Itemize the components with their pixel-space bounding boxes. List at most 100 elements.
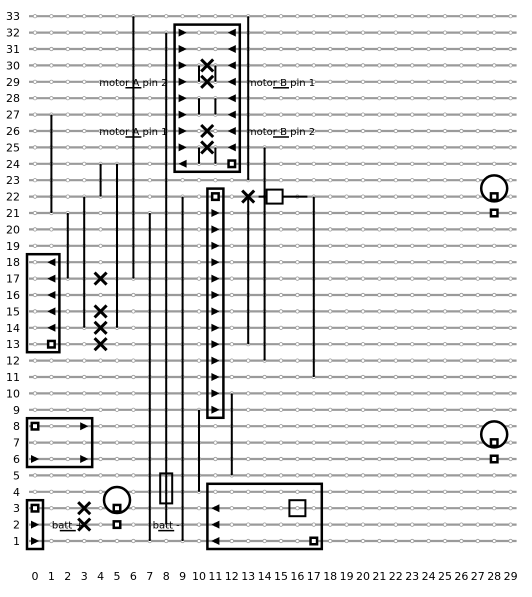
track-cut xyxy=(200,140,215,155)
strip-hole xyxy=(344,194,349,199)
strip-hole xyxy=(360,309,366,314)
strip-hole xyxy=(295,407,300,412)
strip-hole xyxy=(229,358,234,363)
strip-hole xyxy=(278,456,284,462)
strip-hole xyxy=(213,30,218,35)
strip-hole xyxy=(360,14,366,19)
strip-hole xyxy=(360,391,366,396)
strip-hole xyxy=(344,243,349,248)
strip-hole xyxy=(393,178,398,183)
strip-hole xyxy=(475,194,480,199)
strip-hole xyxy=(229,194,234,199)
strip-hole xyxy=(442,194,448,199)
strip-hole xyxy=(492,489,497,494)
strip-hole xyxy=(393,424,398,429)
strip-hole xyxy=(278,161,284,166)
pin-marker xyxy=(211,405,220,414)
strip-hole xyxy=(262,456,267,462)
strip-hole xyxy=(377,63,382,68)
strip-hole xyxy=(475,96,480,101)
column-label-16: 16 xyxy=(290,570,304,583)
strip-hole xyxy=(344,424,349,429)
strip-hole xyxy=(442,325,448,330)
strip-hole xyxy=(442,128,448,134)
track-cuts xyxy=(77,58,256,532)
strip-hole xyxy=(328,292,333,298)
capacitor-right xyxy=(479,420,509,449)
strip-hole xyxy=(114,14,120,19)
strip-hole xyxy=(442,309,448,314)
pin-square-center xyxy=(33,506,37,511)
strip-hole xyxy=(475,391,480,396)
strip-hole xyxy=(459,456,464,462)
strip-hole xyxy=(508,374,513,380)
strip-hole xyxy=(475,14,480,19)
row-label-11: 11 xyxy=(6,371,20,384)
column-label-14: 14 xyxy=(258,570,272,583)
strip-hole xyxy=(377,407,382,412)
track-cut xyxy=(93,320,108,335)
strip-hole xyxy=(344,407,349,412)
strip-hole xyxy=(295,473,300,478)
strip-hole xyxy=(98,112,103,117)
pin-marker xyxy=(227,61,236,70)
strip-hole xyxy=(426,374,431,380)
strip-hole xyxy=(328,538,333,544)
strip-hole xyxy=(410,538,415,544)
strip-hole xyxy=(98,243,103,248)
strip-hole xyxy=(344,358,349,363)
column-label-17: 17 xyxy=(307,570,321,583)
strip-hole xyxy=(377,342,382,347)
strip-hole xyxy=(475,506,480,511)
strip-hole xyxy=(377,309,382,314)
strip-hole xyxy=(377,538,382,544)
strip-hole xyxy=(475,407,480,412)
pin-marker xyxy=(178,110,187,119)
strip-hole xyxy=(65,194,70,199)
strip-hole xyxy=(459,14,464,19)
strip-hole xyxy=(65,178,70,183)
strip-hole xyxy=(114,342,120,347)
strip-hole xyxy=(344,473,349,478)
strip-hole xyxy=(65,506,70,511)
strip-hole xyxy=(426,325,431,330)
strip-hole xyxy=(328,145,333,150)
strip-hole xyxy=(295,30,300,35)
strip-hole xyxy=(410,227,415,232)
strip-hole xyxy=(131,325,136,330)
strip-hole xyxy=(32,407,38,412)
strip-hole xyxy=(328,473,333,478)
strip-hole xyxy=(196,538,202,544)
strip-hole xyxy=(442,456,448,462)
strip-hole xyxy=(65,161,70,166)
column-label-4: 4 xyxy=(97,570,104,583)
row-label-12: 12 xyxy=(6,355,20,368)
column-label-18: 18 xyxy=(323,570,337,583)
switch-block xyxy=(25,416,94,469)
strip-hole xyxy=(229,374,234,380)
strip-hole xyxy=(459,30,464,35)
strip-hole xyxy=(426,128,431,134)
strip-hole xyxy=(475,456,480,462)
strip-hole xyxy=(360,46,366,52)
strip-hole xyxy=(311,391,316,396)
strip-hole xyxy=(295,243,300,248)
strip-hole xyxy=(131,391,136,396)
strip-hole xyxy=(82,407,87,412)
strip-hole xyxy=(114,128,120,134)
pin-marker xyxy=(211,520,220,529)
column-label-7: 7 xyxy=(146,570,153,583)
strip-hole xyxy=(344,522,349,527)
strip-hole xyxy=(114,63,120,68)
strip-hole xyxy=(426,227,431,232)
strip-hole xyxy=(426,506,431,511)
column-label-6: 6 xyxy=(130,570,137,583)
pin-marker xyxy=(211,537,220,545)
strip-hole xyxy=(344,145,349,150)
strip-hole xyxy=(360,79,366,84)
strip-hole xyxy=(328,63,333,68)
strip-hole xyxy=(98,46,103,52)
strip-hole xyxy=(360,63,366,68)
strip-hole xyxy=(508,46,513,52)
strip-hole xyxy=(442,440,448,445)
